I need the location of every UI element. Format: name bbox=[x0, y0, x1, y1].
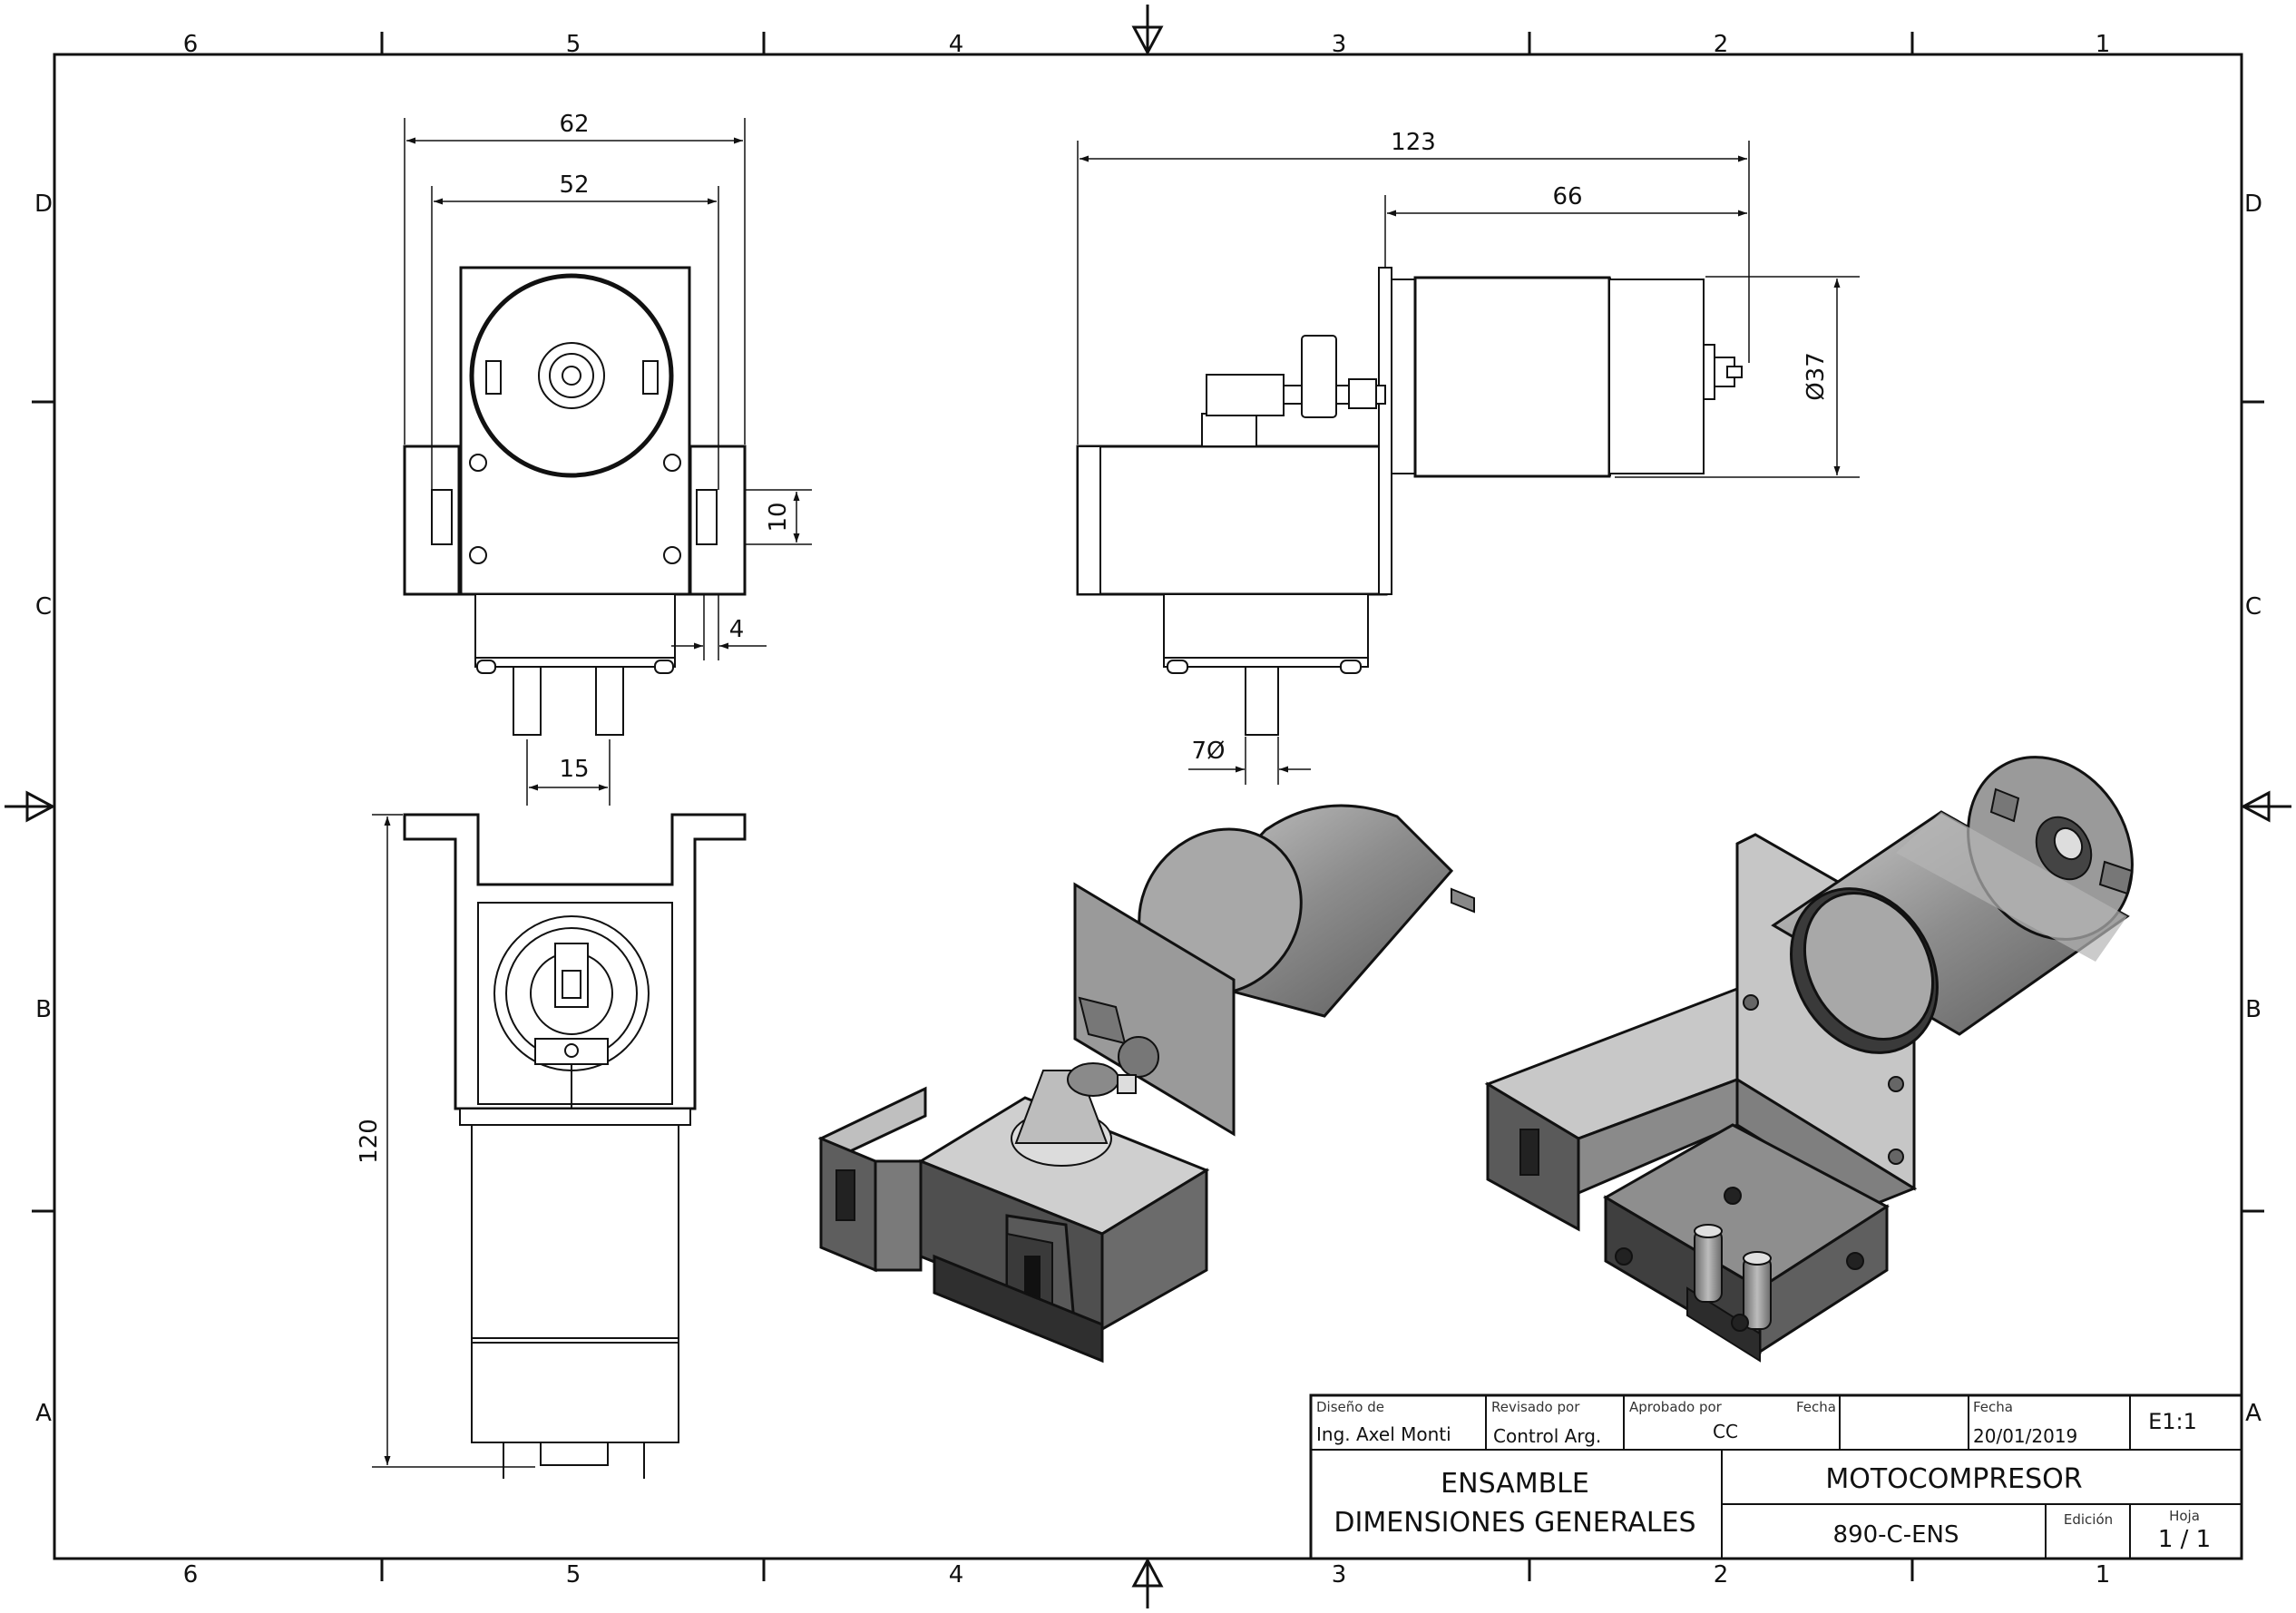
dim-front-port-spacing: 15 bbox=[559, 756, 589, 783]
dim-bottom-total-height: 120 bbox=[356, 1119, 383, 1164]
zone-left-B: B bbox=[35, 996, 52, 1023]
zone-top-3: 3 bbox=[1332, 31, 1347, 58]
sheet-border bbox=[5, 5, 2291, 1608]
scale-value: E1:1 bbox=[2148, 1409, 2197, 1434]
approved-value: CC bbox=[1713, 1421, 1738, 1442]
part-name: MOTOCOMPRESOR bbox=[1825, 1463, 2082, 1495]
zone-left-D: D bbox=[34, 191, 53, 218]
zone-bottom-6: 6 bbox=[183, 1561, 199, 1589]
dim-side-total-length: 123 bbox=[1391, 129, 1436, 156]
front-view-dimensions bbox=[404, 118, 812, 806]
side-view-dimensions bbox=[1077, 141, 1860, 785]
isometric-view-left bbox=[817, 804, 1475, 1364]
front-view bbox=[403, 266, 747, 736]
dim-front-total-width: 62 bbox=[559, 111, 589, 138]
zone-right-D: D bbox=[2244, 191, 2262, 218]
edition-label: Edición bbox=[2064, 1511, 2113, 1528]
date2-value: 20/01/2019 bbox=[1973, 1425, 2077, 1447]
zone-bottom-4: 4 bbox=[949, 1561, 964, 1589]
zone-bottom-3: 3 bbox=[1332, 1561, 1347, 1589]
zone-left-C: C bbox=[35, 593, 52, 621]
zone-right-B: B bbox=[2245, 996, 2262, 1023]
zone-right-C: C bbox=[2245, 593, 2262, 621]
zone-top-4: 4 bbox=[949, 31, 964, 58]
zone-top-6: 6 bbox=[183, 31, 199, 58]
isometric-view-right bbox=[1484, 756, 2134, 1363]
centering-mark-right bbox=[2240, 790, 2291, 823]
zone-bottom-5: 5 bbox=[566, 1561, 581, 1589]
sheet-label: Hoja bbox=[2169, 1508, 2200, 1524]
zone-top-2: 2 bbox=[1714, 31, 1729, 58]
centering-mark-top bbox=[1131, 5, 1164, 56]
dim-side-port-diameter: 7Ø bbox=[1191, 738, 1225, 765]
dim-side-motor-length: 66 bbox=[1552, 183, 1582, 210]
bottom-view bbox=[403, 813, 747, 1479]
reviewed-value: Control Arg. bbox=[1493, 1425, 1601, 1447]
approved-label: Aprobado por bbox=[1629, 1399, 1723, 1415]
drawing-number: 890-C-ENS bbox=[1833, 1521, 1959, 1549]
side-view bbox=[1076, 267, 1743, 736]
title-line-1: ENSAMBLE bbox=[1441, 1468, 1589, 1500]
centering-mark-bottom bbox=[1131, 1557, 1164, 1608]
zone-top-5: 5 bbox=[566, 31, 581, 58]
dim-side-motor-diameter: Ø37 bbox=[1803, 352, 1830, 401]
zone-bottom-2: 2 bbox=[1714, 1561, 1729, 1589]
dim-front-tab-height: 10 bbox=[765, 502, 792, 532]
zone-left-A: A bbox=[35, 1400, 52, 1427]
zone-bottom-1: 1 bbox=[2096, 1561, 2111, 1589]
title-line-2: DIMENSIONES GENERALES bbox=[1334, 1507, 1695, 1539]
dim-front-tab-thickness: 4 bbox=[729, 616, 745, 643]
title-block bbox=[1309, 1393, 2243, 1560]
bottom-view-dimensions bbox=[372, 814, 535, 1468]
dim-front-body-width: 52 bbox=[559, 171, 589, 199]
centering-mark-left bbox=[5, 790, 56, 823]
zone-top-1: 1 bbox=[2096, 31, 2111, 58]
reviewed-label: Revisado por bbox=[1491, 1399, 1580, 1415]
designer-label: Diseño de bbox=[1316, 1399, 1384, 1415]
date2-label: Fecha bbox=[1973, 1399, 2013, 1415]
sheet-value: 1 / 1 bbox=[2158, 1526, 2211, 1553]
zone-labels: 6 5 4 3 2 1 6 5 4 3 2 1 D C B A D C B A bbox=[34, 31, 2262, 1589]
designer-value: Ing. Axel Monti bbox=[1316, 1423, 1451, 1445]
zone-right-A: A bbox=[2245, 1400, 2262, 1427]
date1-label: Fecha bbox=[1796, 1399, 1836, 1415]
